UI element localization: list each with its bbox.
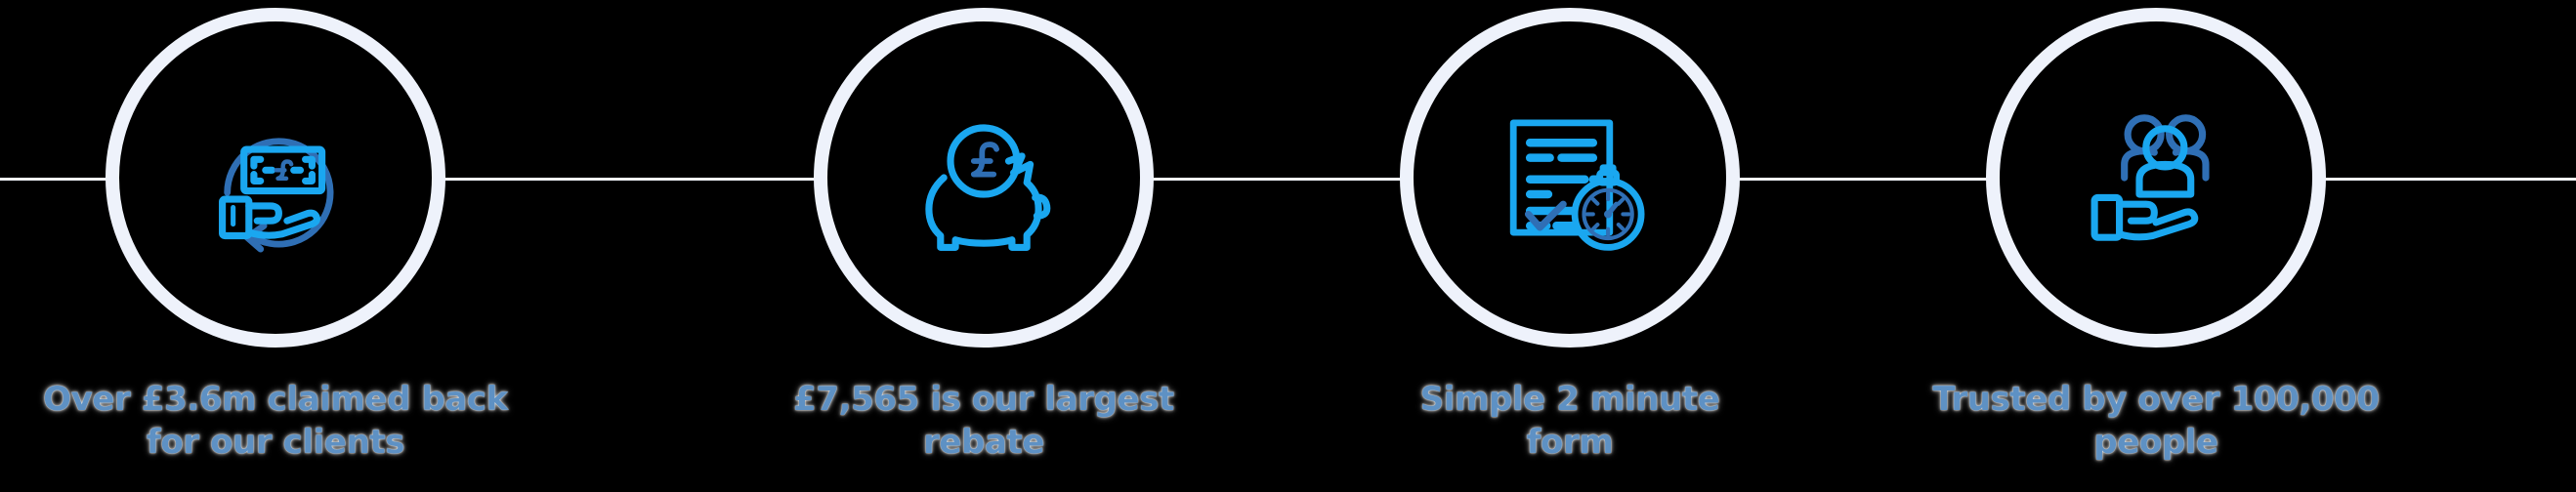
piggy-bank-pound-icon (901, 95, 1067, 261)
caption-line-2: rebate (922, 422, 1045, 462)
stat-circle (106, 8, 445, 348)
horizontal-connector-line (0, 178, 2576, 181)
stat-item-claimed-back[interactable]: Over £3.6m claimed back for our clients (0, 0, 569, 492)
stat-circle (1400, 8, 1740, 348)
money-back-hand-icon (192, 95, 359, 261)
caption-line-1: Simple 2 minute (1419, 380, 1720, 419)
stat-circle (814, 8, 1154, 348)
caption-line-1: Trusted by over 100,000 (1932, 380, 2380, 419)
stat-circle (1986, 8, 2326, 348)
caption-line-2: form (1526, 422, 1614, 462)
stat-item-trusted-people[interactable]: Trusted by over 100,000 people (1863, 0, 2449, 492)
stat-caption: £7,565 is our largest rebate (691, 379, 1277, 464)
stat-caption: Over £3.6m claimed back for our clients (0, 379, 569, 464)
caption-line-2: people (2093, 422, 2218, 462)
stat-caption: Trusted by over 100,000 people (1863, 379, 2449, 464)
stat-caption: Simple 2 minute form (1277, 379, 1863, 464)
stat-item-largest-rebate[interactable]: £7,565 is our largest rebate (691, 0, 1277, 492)
circle-ring (1400, 8, 1740, 348)
form-stopwatch-icon (1487, 95, 1653, 261)
caption-line-1: £7,565 is our largest (793, 380, 1174, 419)
stat-item-simple-form[interactable]: Simple 2 minute form (1277, 0, 1863, 492)
caption-line-2: for our clients (146, 422, 405, 462)
caption-line-1: Over £3.6m claimed back (43, 380, 508, 419)
hand-holding-people-icon (2073, 95, 2239, 261)
